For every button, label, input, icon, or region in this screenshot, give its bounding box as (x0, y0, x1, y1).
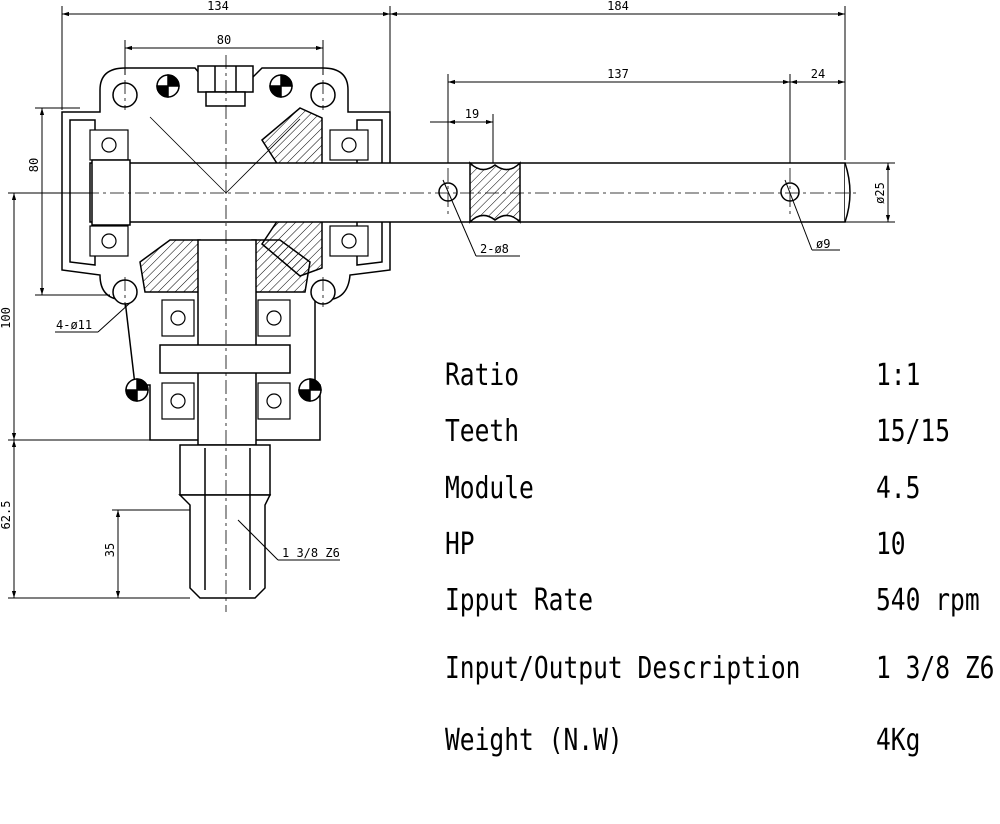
callout-dia-9: ø9 (816, 237, 830, 251)
dim-19: 19 (465, 107, 479, 121)
spec-label-module: Module (445, 471, 534, 506)
dim-62-5: 62.5 (0, 501, 13, 530)
filler-plug (197, 65, 254, 107)
spec-value-teeth: 15/15 (876, 414, 951, 449)
leader-lines (55, 179, 840, 561)
callout-4-dia-11: 4-ø11 (56, 318, 92, 332)
spec-label-weight: Weight (N.W) (445, 723, 623, 758)
dimension-lines (8, 6, 895, 599)
dim-137: 137 (607, 67, 629, 81)
dim-134: 134 (207, 0, 229, 13)
dim-80-side: 80 (27, 158, 41, 172)
spec-value-io-description: 1 3/8 Z6 (876, 651, 995, 686)
dimension-texts: 134 184 80 137 24 19 80 100 62.5 35 ø25 (0, 0, 887, 557)
bearings (89, 129, 369, 420)
spec-value-module: 4.5 (876, 471, 921, 506)
callout-texts: 2-ø8 ø9 4-ø11 1 3/8 Z6 (56, 237, 830, 560)
callout-spline: 1 3/8 Z6 (282, 546, 340, 560)
bevel-gears (139, 107, 323, 293)
center-marks (125, 74, 322, 402)
spec-value-ratio: 1:1 (876, 358, 921, 393)
spec-value-hp: 10 (876, 527, 906, 562)
dim-100: 100 (0, 307, 13, 329)
center-lines (60, 55, 860, 612)
spec-label-io-description: Input/Output Description (445, 651, 801, 686)
spec-label-ratio: Ratio (445, 358, 520, 393)
spec-label-hp: HP (445, 527, 475, 562)
dim-24: 24 (811, 67, 825, 81)
dim-35: 35 (103, 543, 117, 557)
callout-2-dia-8: 2-ø8 (480, 242, 509, 256)
dim-80-top: 80 (217, 33, 231, 47)
dim-184: 184 (607, 0, 629, 13)
spec-label-teeth: Teeth (445, 414, 520, 449)
output-shaft (89, 159, 851, 226)
dim-diameter-25: ø25 (873, 182, 887, 204)
spec-label-input-rate: Ipput Rate (445, 583, 594, 618)
spec-value-weight: 4Kg (876, 723, 921, 758)
input-shaft (159, 239, 291, 599)
spec-value-input-rate: 540 rpm (876, 583, 980, 618)
